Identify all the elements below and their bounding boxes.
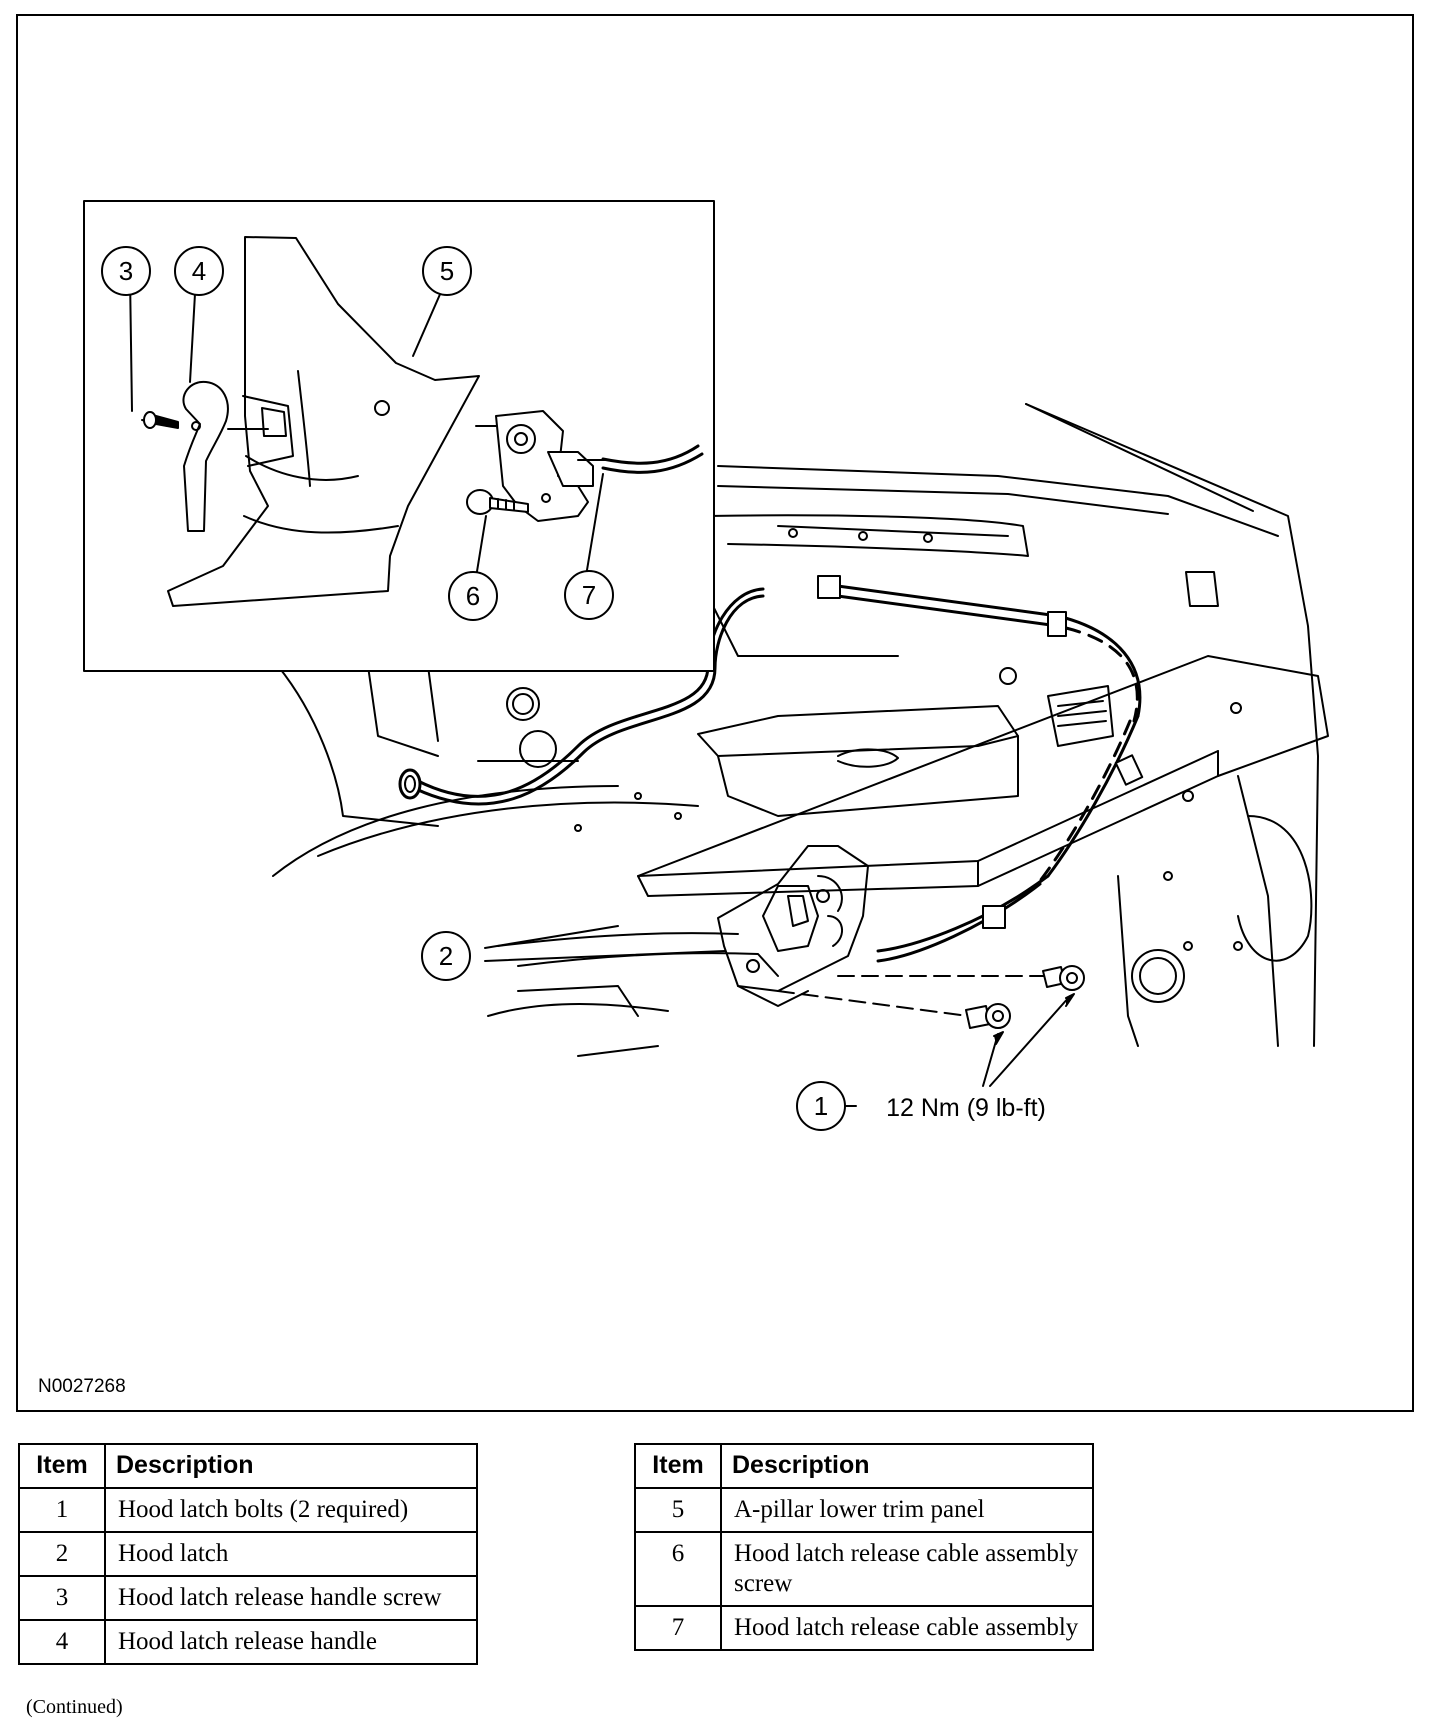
callout-2: 2 [421,931,471,981]
callout-2-label: 2 [439,941,453,971]
callout-3-label: 3 [119,256,133,286]
item-number: 3 [18,1575,106,1621]
cable-screw [466,489,529,515]
engine-compartment-drawing [272,403,1329,1087]
table-row: 5 A-pillar lower trim panel [634,1487,1094,1533]
item-description: Hood latch [104,1531,478,1577]
item-description: Hood latch bolts (2 required) [104,1487,478,1533]
figure-id: N0027268 [38,1376,126,1397]
callout-4: 4 [174,246,224,296]
item-description: Hood latch release cable assembly [720,1605,1094,1651]
table-row: 6 Hood latch release cable assembly scre… [634,1531,1094,1607]
item-number: 4 [18,1619,106,1665]
callout-4-label: 4 [192,256,206,286]
handle-screw [141,411,179,429]
torque-spec: 12 Nm (9 lb-ft) [886,1094,1046,1122]
header-description: Description [104,1443,478,1489]
callout-7: 7 [564,570,614,620]
item-description: Hood latch release handle [104,1619,478,1665]
hood-latch-release-handle [182,380,229,532]
table-row: 7 Hood latch release cable assembly [634,1605,1094,1651]
item-number: 1 [18,1487,106,1533]
continued-note: (Continued) [26,1696,123,1718]
hood-latch-diagram: 3 4 5 6 7 2 1 [83,200,1329,1131]
header-item: Item [18,1443,106,1489]
item-number: 5 [634,1487,722,1533]
parts-table-right: Item Description 5 A-pillar lower trim p… [634,1443,1094,1651]
hood-latch-bolt-lower [965,1003,1011,1029]
figure-frame: 3 4 5 6 7 2 1 [16,14,1414,1412]
item-description: Hood latch release cable assembly screw [720,1531,1094,1607]
callout-5-label: 5 [440,256,454,286]
parts-table-left: Item Description 1 Hood latch bolts (2 r… [18,1443,478,1665]
callout-1-label: 1 [814,1091,828,1121]
release-cable [414,582,1142,963]
cable-end-bracket [495,410,609,522]
a-pillar-lower-trim-panel [167,236,480,607]
table-row: 4 Hood latch release handle [18,1619,478,1665]
item-number: 7 [634,1605,722,1651]
callout-6: 6 [448,571,498,621]
table-row: 1 Hood latch bolts (2 required) [18,1487,478,1533]
hood-latch-body [717,845,869,1007]
table-row: 3 Hood latch release handle screw [18,1575,478,1621]
callout-6-label: 6 [466,581,480,611]
item-number: 6 [634,1531,722,1607]
header-item: Item [634,1443,722,1489]
callout-7-label: 7 [582,580,596,610]
callout-5: 5 [422,246,472,296]
callout-3: 3 [101,246,151,296]
item-number: 2 [18,1531,106,1577]
header-description: Description [720,1443,1094,1489]
hood-latch-bolt-upper [1042,965,1085,991]
table-row: 2 Hood latch [18,1531,478,1577]
item-description: A-pillar lower trim panel [720,1487,1094,1533]
callout-1: 1 [796,1081,846,1131]
item-description: Hood latch release handle screw [104,1575,478,1621]
